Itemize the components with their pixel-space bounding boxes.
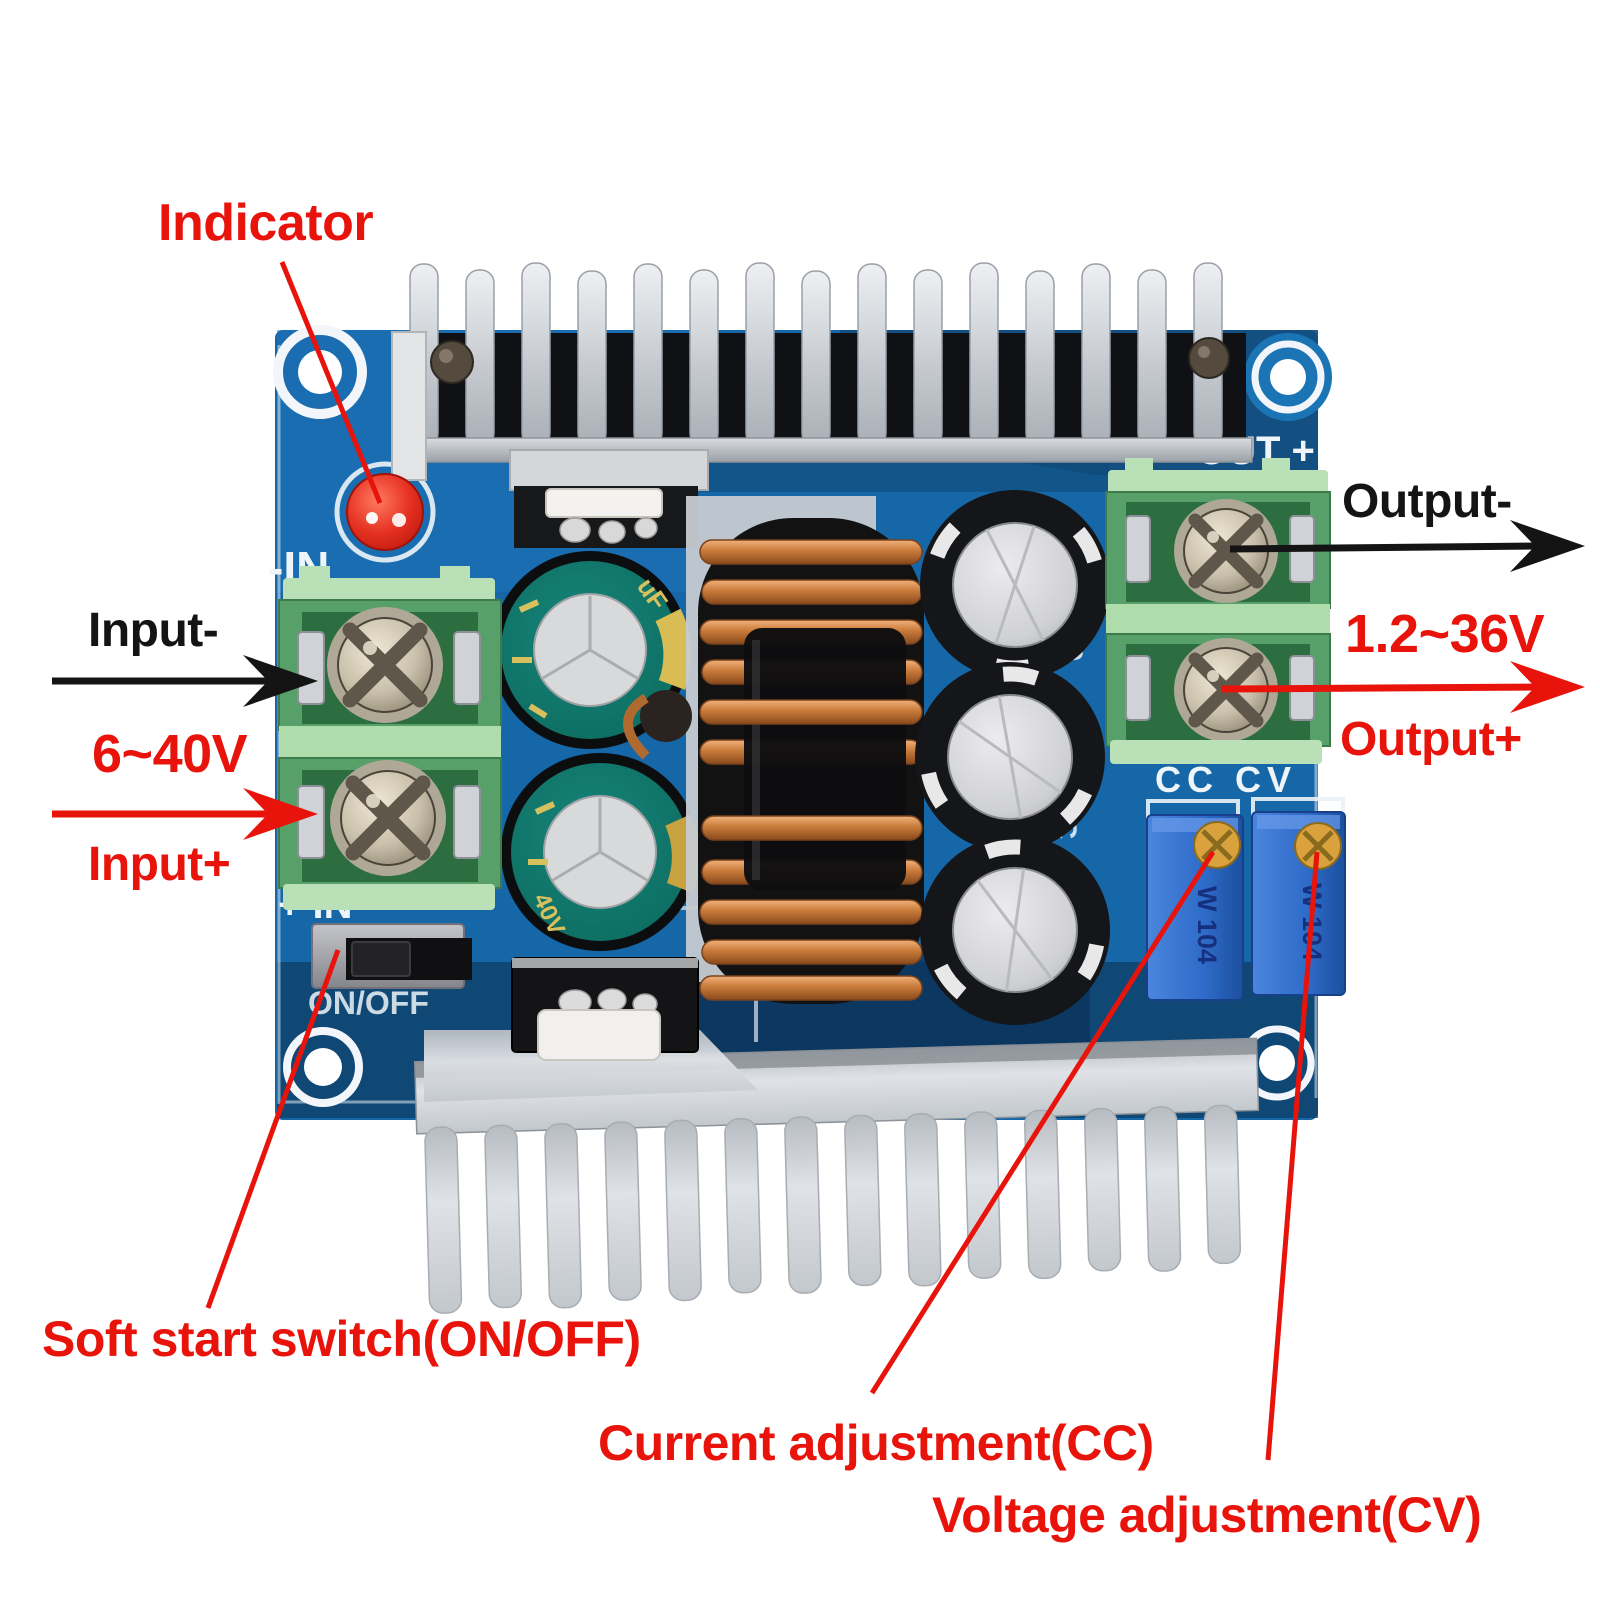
label-soft-start: Soft start switch(ON/OFF)	[42, 1311, 641, 1367]
top-transistor-ceramic	[545, 488, 663, 518]
terminal-screw-out-minus	[1174, 499, 1278, 603]
leader-indicator	[279, 261, 383, 504]
silk-on-off: ON/OFF	[308, 985, 429, 1021]
heatsink-screw-right-glint	[1198, 346, 1210, 358]
solder-blob	[597, 988, 627, 1012]
arrow-input-minus	[52, 655, 318, 707]
toroid-core-slit	[752, 640, 760, 880]
toroid-inductor	[623, 496, 924, 1004]
bottom-transistor-edge	[512, 958, 698, 968]
arrow-input-plus	[52, 788, 318, 840]
label-voltage-adj: Voltage adjustment(CV)	[932, 1487, 1481, 1543]
label-input-plus: Input+	[88, 838, 230, 891]
terminal-flange-mid	[279, 726, 501, 762]
bottom-transistor-ceramic	[537, 1009, 661, 1061]
silk-bracket-cv-pot	[1251, 797, 1345, 820]
cc-pot-screw-slot	[1201, 829, 1233, 861]
soft-start-switch	[311, 923, 472, 989]
input-capacitor-bottom: 40V	[501, 753, 700, 951]
heatsink-screw-left-glint	[439, 349, 453, 363]
solder-blob	[598, 520, 626, 544]
terminal-screw-in-plus	[330, 760, 446, 876]
wire-clamp	[453, 785, 481, 859]
toroid-front-windings	[699, 699, 923, 841]
bottom-transistor	[424, 957, 758, 1102]
top-transistor-tab	[509, 449, 709, 491]
terminal-flange-bottom	[283, 884, 495, 910]
cc-pot-marking: W 104	[1192, 886, 1222, 964]
label-output-plus: Output+	[1340, 713, 1522, 766]
cc-potentiometer: W 104	[1146, 814, 1244, 1001]
silk-cc-cv: CC CV	[1155, 759, 1297, 800]
cap-gold-wedge	[665, 814, 700, 894]
cap-gold-wedge	[655, 608, 692, 690]
top-transistor	[509, 449, 709, 548]
wire-clamp	[1125, 515, 1151, 583]
cv-pot-screw-slot	[1302, 830, 1334, 862]
silk-bracket-cc-pot	[1146, 799, 1240, 822]
toroid-core-face	[744, 628, 906, 890]
heatsink-screw-left	[430, 340, 474, 384]
solder-blob	[634, 517, 658, 539]
output-capacitor-2	[915, 662, 1105, 852]
wire-clamp	[1125, 655, 1151, 721]
coil-lead	[623, 693, 650, 760]
top-heatsink-left-bracket	[391, 331, 427, 481]
arrow-output-minus	[1229, 520, 1585, 572]
input-terminal-block	[278, 566, 502, 910]
label-current-adj: Current adjustment(CC)	[598, 1415, 1154, 1471]
annotation-layer: Indicator Input- 6~40V Input+ Output- 1.…	[42, 194, 1585, 1543]
output-capacitors	[915, 490, 1110, 1025]
solder-blob	[559, 517, 591, 543]
terminal-flange-bottom	[1110, 740, 1322, 764]
cap-tick-marks	[512, 599, 548, 719]
leader-current-adj	[869, 850, 1216, 1395]
output-terminal-block	[1105, 458, 1331, 764]
top-heatsink-fins	[409, 262, 1223, 447]
leader-soft-start	[205, 949, 341, 1309]
cap-tick-marks	[528, 801, 556, 865]
terminal-screw-in-minus	[327, 607, 443, 723]
led-indicator	[346, 473, 424, 551]
label-output-minus: Output-	[1342, 475, 1512, 528]
arrow-output-plus	[1221, 661, 1585, 713]
silk-led-ring	[334, 461, 436, 563]
label-input-minus: Input-	[88, 604, 218, 657]
label-input-range: 6~40V	[92, 724, 248, 784]
top-heatsink	[391, 262, 1253, 481]
bottom-heatsink-fins	[424, 1104, 1242, 1314]
wire-clamp	[453, 631, 481, 705]
terminal-flange-mid	[1106, 604, 1330, 638]
heatsink-screw-right	[1188, 337, 1230, 379]
output-capacitor-1	[920, 490, 1110, 680]
wire-clamp	[297, 785, 325, 859]
switch-knob	[351, 941, 411, 977]
wire-clamp	[297, 631, 325, 705]
output-capacitor-3	[920, 835, 1110, 1025]
label-output-range: 1.2~36V	[1345, 604, 1545, 664]
mounting-hole-bottomleft	[283, 1027, 363, 1107]
coil-solder-joint	[640, 690, 692, 742]
leader-voltage-adj	[1265, 851, 1320, 1461]
mounting-hole-topright	[1244, 333, 1332, 421]
label-indicator: Indicator	[158, 194, 373, 252]
cv-potentiometer: W 104	[1251, 811, 1346, 996]
